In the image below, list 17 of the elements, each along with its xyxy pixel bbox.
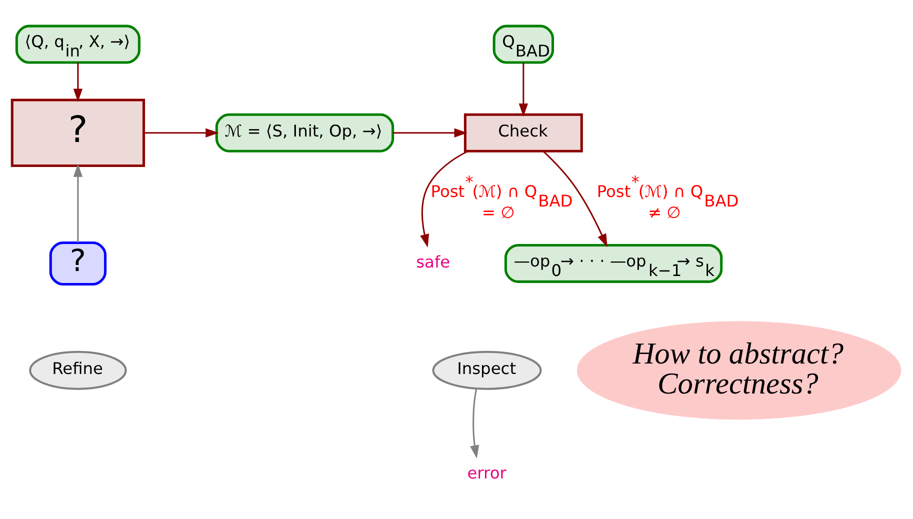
node-text: error <box>467 464 506 483</box>
arrow <box>393 128 468 138</box>
arrow <box>518 62 528 117</box>
node-ellipse: How to abstract? Correctness? <box>576 321 902 420</box>
node-ellipse: Refine <box>29 350 127 390</box>
node-box: ℳ = ⟨S, Init, Op, →⟩ <box>215 113 394 152</box>
node-box: ? <box>49 241 107 286</box>
node-box: Check <box>464 113 583 152</box>
node-box: ? <box>10 98 146 168</box>
node-text: safe <box>416 252 450 272</box>
arrow <box>144 128 219 138</box>
node-ellipse: Inspect <box>432 350 542 390</box>
arrow <box>73 164 83 242</box>
arrow <box>73 62 83 102</box>
arrow <box>420 150 468 248</box>
arrow <box>542 150 608 248</box>
arrow <box>470 388 480 459</box>
